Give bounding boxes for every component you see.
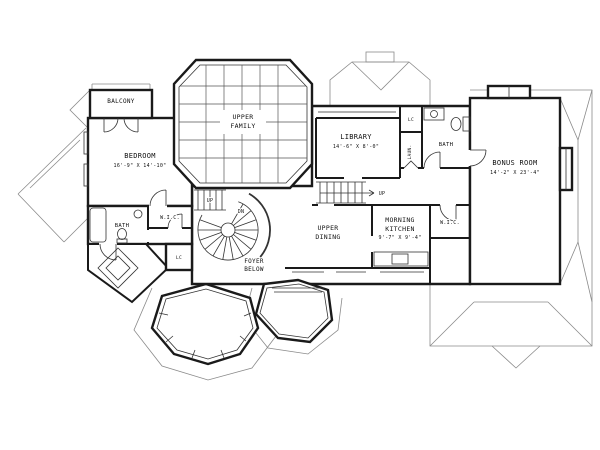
room-labels: BALCONY UPPER FAMILY BEDROOM 16'-9" X 14… (106, 97, 540, 274)
label-bath-hall: BATH (439, 142, 453, 148)
ensuite-walls (87, 243, 170, 304)
label-stair-up-right: UP (379, 191, 386, 197)
label-foyer-1: FOYER (244, 258, 264, 265)
label-foyer-2: BELOW (244, 266, 264, 273)
label-bonus-dims: 14'-2" X 23'-4" (490, 170, 540, 176)
foyer-bay-walls (254, 278, 334, 344)
doors (99, 117, 487, 261)
label-wic-left: W.I.C. (160, 215, 180, 221)
label-bonus-room: BONUS ROOM (492, 159, 537, 167)
label-linen-closet-lower: LC (176, 255, 182, 261)
family-room-glass-grid (178, 64, 308, 184)
label-upper-family-1: UPPER (232, 113, 253, 121)
stair-up-right (316, 181, 375, 204)
label-kitchen-2: KITCHEN (385, 225, 415, 233)
label-library: LIBRARY (340, 133, 372, 141)
label-stair-down: DN (238, 209, 245, 215)
label-balcony: BALCONY (107, 98, 134, 105)
balcony-walls (88, 88, 154, 120)
fixtures (83, 86, 567, 359)
label-kitchen-1: MORNING (385, 216, 415, 224)
label-bedroom-dims: 16'-9" X 14'-10" (114, 163, 167, 169)
label-wic-right: W.I.C. (440, 220, 460, 226)
label-dining-2: DINING (315, 233, 340, 241)
stair-up-left (194, 189, 226, 211)
label-stair-up-left: UP (207, 198, 214, 204)
turret-bay (150, 282, 260, 366)
interior-walls (147, 106, 470, 284)
label-bath-master: BATH (115, 223, 129, 229)
label-library-dims: 14'-6" X 8'-0" (333, 144, 379, 150)
label-upper-family-2: FAMILY (230, 122, 255, 130)
label-kitchen-dims: 9'-7" X 9'-4" (378, 235, 421, 241)
label-linen-closet-upper: LC (408, 117, 414, 123)
bonus-room-walls (468, 96, 562, 286)
label-laundry: LAUN. (407, 144, 413, 159)
closet-walls (164, 242, 194, 272)
label-bedroom: BEDROOM (124, 152, 156, 160)
spiral-stair (197, 192, 271, 261)
turret-walls (150, 282, 260, 366)
label-dining-1: UPPER (317, 224, 338, 232)
bath-wic-walls (86, 204, 194, 246)
